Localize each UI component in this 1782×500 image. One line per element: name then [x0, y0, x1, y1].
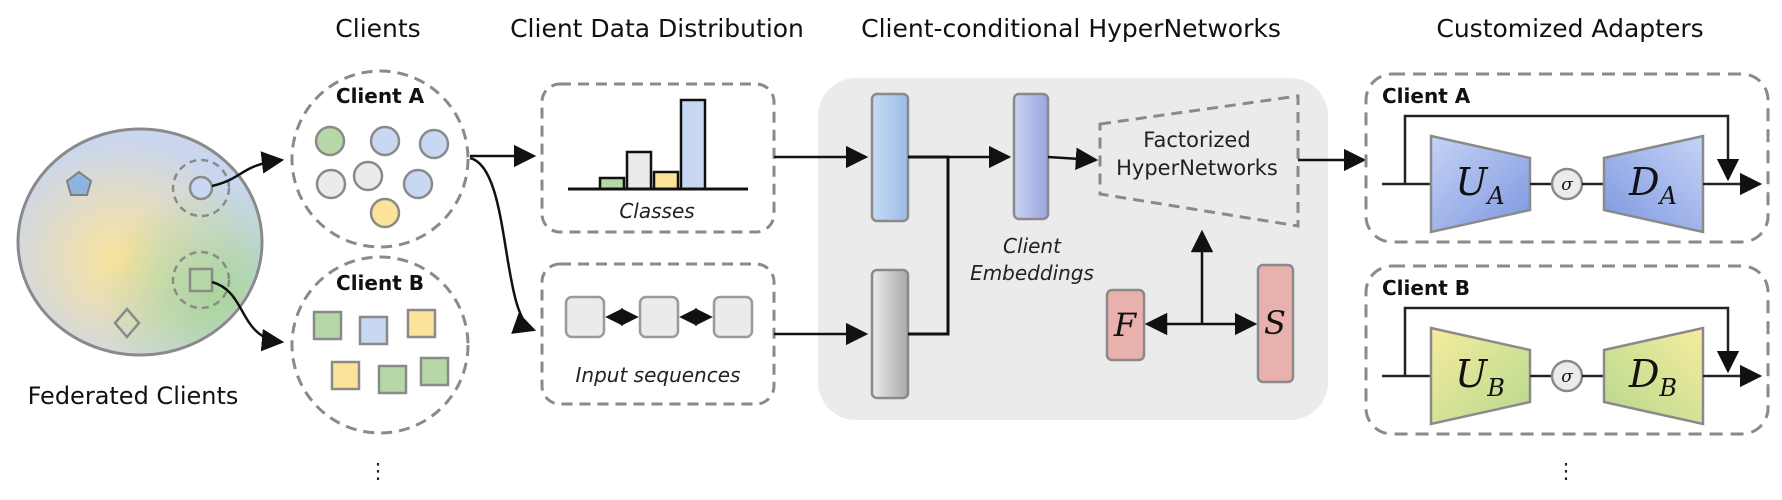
adapter-a-skip-connection: [1403, 114, 1740, 184]
factorized-hypernetworks-trapezoid: [1098, 94, 1300, 228]
header-adapters: Customized Adapters: [1436, 14, 1703, 43]
client-a-label: Client A: [336, 84, 425, 108]
adapter-a-group: Client A UA σ DA: [1364, 72, 1770, 244]
adapter-b-up-projection: [1429, 326, 1532, 426]
header-clients: Clients: [335, 14, 420, 43]
adapter-b-group: Client B UB σ DB: [1364, 264, 1770, 436]
adapter-b-skip-connection: [1403, 306, 1740, 376]
client-a-sample: [315, 168, 347, 200]
diamond-client-icon: [113, 307, 141, 339]
pentagon-client-icon: [65, 170, 93, 196]
class-bar: [679, 98, 707, 191]
client-b-sample: [406, 308, 437, 339]
client-a-circle-group: Client A: [290, 69, 470, 249]
factor-s-block: [1256, 263, 1295, 384]
clients-ellipsis: ⋮: [368, 459, 389, 483]
adapter-b-down-projection: [1602, 326, 1705, 426]
client-b-sample: [312, 310, 343, 341]
merge-connector: [908, 155, 950, 336]
factorized-label-2: HyperNetworks: [1116, 156, 1278, 180]
classes-label: Classes: [619, 199, 694, 223]
classes-box-group: Classes: [540, 82, 776, 234]
adapter-b-sigma: σ: [1561, 367, 1573, 387]
class-bar: [598, 176, 626, 191]
federated-clients-group: Federated Clients: [16, 127, 264, 410]
arrow-to-client-a: [211, 151, 285, 188]
client-b-sample: [419, 356, 450, 387]
factor-s-symbol: S: [1264, 304, 1286, 342]
federated-green-region: [20, 131, 260, 353]
class-bar: [652, 170, 680, 191]
adapter-a-up-symbol: UA: [1455, 160, 1504, 210]
adapter-a-down-symbol: DA: [1628, 160, 1677, 210]
factor-f-symbol: F: [1113, 306, 1138, 344]
client-b-sample: [358, 315, 389, 346]
adapter-b-client-label: Client B: [1382, 276, 1470, 300]
client-b-highlight-ring: [171, 250, 231, 310]
arrow-to-client-b: [211, 280, 285, 352]
client-a-dot: [188, 175, 214, 201]
client-a-sample: [402, 168, 434, 200]
input-sequences-label: Input sequences: [576, 363, 741, 387]
client-a-sample: [369, 197, 401, 229]
sequence-encoder-block: [870, 268, 910, 400]
adapters-ellipsis: ⋮: [1556, 459, 1577, 483]
client-b-label: Client B: [336, 271, 424, 295]
client-b-square: [188, 267, 214, 293]
sequences-box-group: Input sequences: [540, 262, 776, 406]
class-bar: [625, 150, 653, 191]
client-b-sample: [377, 364, 408, 395]
client-a-sample: [352, 160, 384, 192]
client-b-circle-group: Client B: [290, 255, 470, 435]
federated-clients-label: Federated Clients: [28, 382, 239, 410]
client-embeddings-label-2: Embeddings: [970, 261, 1094, 285]
client-embeddings-block: [1012, 92, 1050, 221]
client-a-highlight-ring: [171, 158, 231, 218]
sequence-token: [638, 295, 680, 339]
arrow-to-sequences: [469, 156, 537, 334]
header-distribution: Client Data Distribution: [510, 14, 804, 43]
sequence-token: [564, 295, 606, 339]
sequence-token: [712, 295, 754, 339]
adapter-a-down-projection: [1602, 134, 1705, 234]
client-b-sample: [330, 360, 361, 391]
client-a-sample: [418, 128, 450, 160]
client-a-sample: [369, 125, 401, 157]
adapter-b-up-symbol: UB: [1455, 352, 1505, 402]
factor-f-block: [1105, 288, 1146, 362]
adapter-a-sigma: σ: [1561, 175, 1573, 195]
client-embeddings-label-1: Client: [1003, 234, 1062, 258]
factorized-label-1: Factorized: [1143, 128, 1250, 152]
client-a-circle: [290, 69, 470, 249]
header-hypernetworks: Client-conditional HyperNetworks: [861, 14, 1281, 43]
adapter-b-down-symbol: DB: [1628, 352, 1677, 402]
arrow-to-factorized: [1047, 147, 1099, 170]
adapter-a-client-label: Client A: [1382, 84, 1471, 108]
class-encoder-block: [870, 92, 910, 223]
adapter-a-up-projection: [1429, 134, 1532, 234]
client-a-sample: [314, 125, 346, 157]
